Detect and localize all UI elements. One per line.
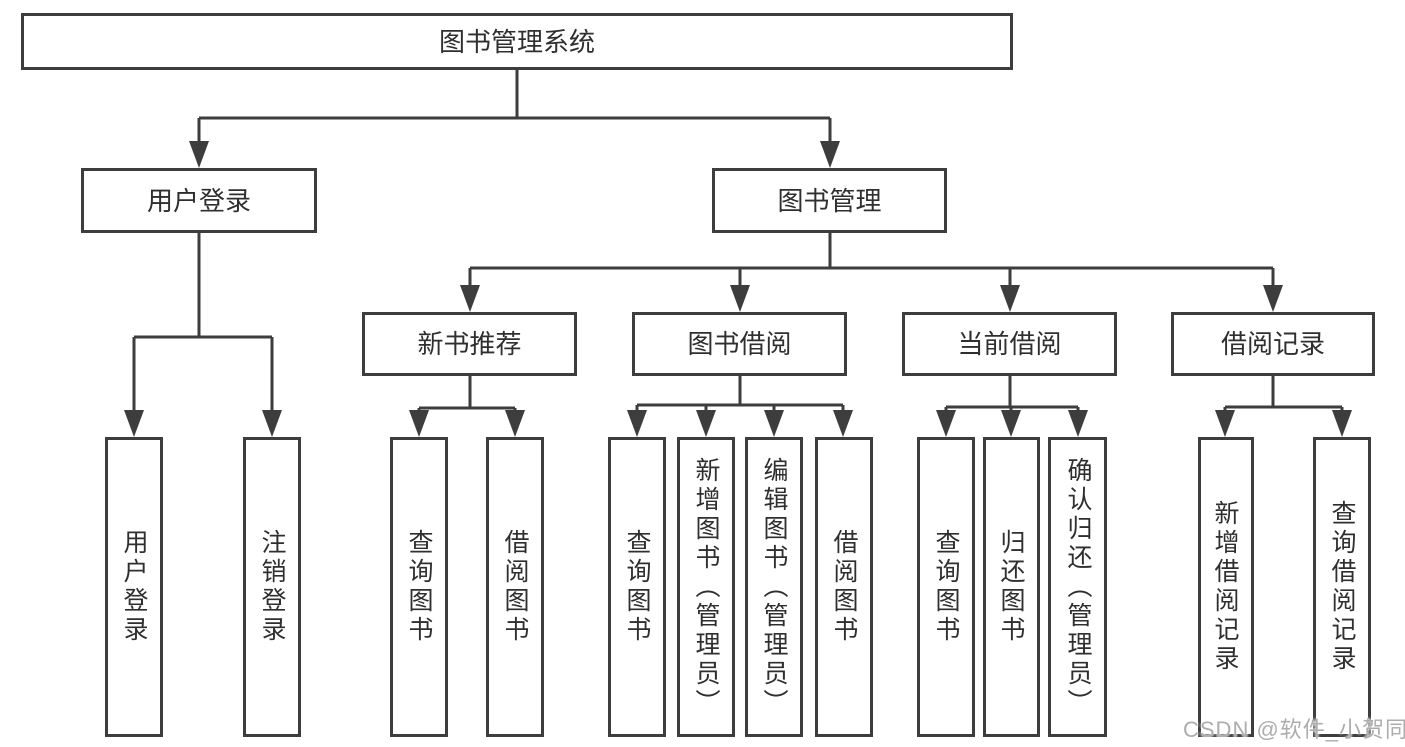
leaf-query-book-current: 查询图书 [917, 437, 975, 737]
node-current-borrowing: 当前借阅 [902, 312, 1117, 376]
leaf-edit-book-admin: 编辑图书（管理员） [745, 437, 803, 737]
leaf-return-book: 归还图书 [983, 437, 1040, 737]
leaf-query-borrow-record: 查询借阅记录 [1313, 437, 1371, 737]
leaf-query-book-recommend: 查询图书 [390, 437, 448, 737]
node-user-login-branch: 用户登录 [81, 168, 317, 233]
leaf-query-book-borrowing: 查询图书 [608, 437, 666, 737]
leaf-add-borrow-record: 新增借阅记录 [1198, 437, 1254, 737]
leaf-user-login: 用户登录 [105, 437, 163, 737]
edge-book-borrow-to-leaves [627, 376, 853, 437]
edge-user-login-to-leaves [124, 233, 282, 437]
leaf-borrow-book-borrowing: 借阅图书 [815, 437, 873, 737]
node-new-book-recommend: 新书推荐 [362, 312, 577, 376]
node-book-borrowing: 图书借阅 [632, 312, 847, 376]
leaf-borrow-book-recommend: 借阅图书 [486, 437, 544, 737]
edge-borrow-record-to-leaves [1215, 376, 1352, 437]
node-borrow-records: 借阅记录 [1171, 312, 1375, 376]
edge-new-book-rec-to-leaves [409, 376, 525, 437]
leaf-confirm-return-admin: 确认归还（管理员） [1048, 437, 1107, 737]
edge-current-borrow-to-leaves [936, 376, 1088, 437]
edge-root-to-level2 [189, 70, 840, 168]
node-book-management: 图书管理 [712, 168, 947, 233]
leaf-add-book-admin: 新增图书（管理员） [677, 437, 735, 737]
node-root-system: 图书管理系统 [21, 13, 1013, 70]
leaf-logout: 注销登录 [243, 437, 301, 737]
csdn-watermark: CSDN @软件_小贺同学 [1183, 717, 1405, 742]
edge-book-mgmt-to-level3 [460, 233, 1283, 312]
